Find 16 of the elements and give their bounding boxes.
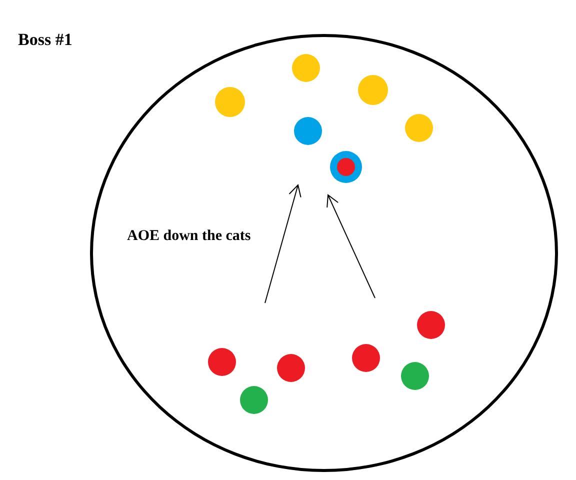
player-marker <box>352 344 380 372</box>
arena-circle <box>90 34 558 472</box>
player-marker <box>337 158 355 176</box>
player-marker <box>215 87 245 117</box>
player-marker <box>417 311 445 339</box>
player-marker <box>294 117 322 145</box>
player-marker <box>330 151 362 183</box>
player-marker <box>358 75 388 105</box>
title: Boss #1 <box>18 30 72 50</box>
player-marker <box>240 386 268 414</box>
annotation-text: AOE down the cats <box>127 228 251 245</box>
player-marker <box>277 354 305 382</box>
player-marker <box>208 348 236 376</box>
player-marker <box>292 54 320 82</box>
player-marker <box>401 362 429 390</box>
player-marker <box>405 114 433 142</box>
